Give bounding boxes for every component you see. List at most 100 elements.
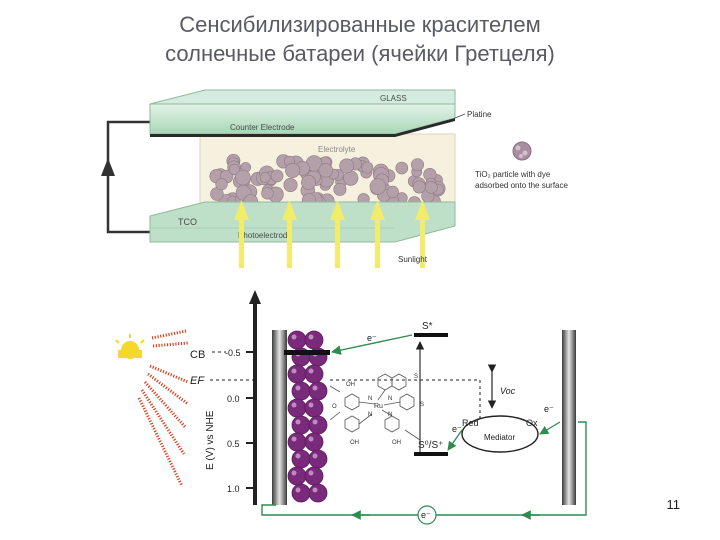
dye-particle-highlight [291, 470, 297, 476]
dye-particle [308, 381, 328, 401]
cb-label: CB [190, 349, 205, 361]
sun-icon [115, 334, 145, 359]
injection-arrow [331, 334, 413, 355]
sunlight-label: Sunlight [398, 255, 428, 264]
dye-particle [304, 364, 324, 384]
svg-text:Ru: Ru [374, 403, 383, 410]
dye-particle-stack [287, 330, 328, 503]
cell-diagram: GLASS Counter Electrode Platine Electrol… [101, 89, 569, 268]
y-axis-label: E (V) vs NHE [205, 410, 216, 470]
tio2-particle [386, 185, 399, 198]
dye-particle [304, 432, 324, 452]
dye-particle-highlight [312, 453, 318, 459]
photoelectrode-label: Photoelectrode [238, 231, 292, 240]
svg-text:OH: OH [392, 440, 401, 446]
axis-ticks [246, 351, 255, 489]
dye-particle [308, 449, 328, 469]
dye-particle-highlight [291, 402, 297, 408]
counter-electrode-bar [562, 330, 576, 505]
dye-particle-highlight [295, 419, 301, 425]
svg-text:OH: OH [350, 440, 359, 446]
mediator-label: Mediator [484, 433, 515, 442]
particle-caption-line1: TiO₂ particle with dye [475, 170, 551, 179]
tio2-particle [410, 158, 424, 172]
tco-label: TCO [178, 217, 197, 227]
tio2-particle [369, 178, 387, 195]
red-label: Red [462, 418, 479, 428]
tio2-particle [235, 169, 251, 186]
page-number: 11 [666, 497, 681, 512]
tio2-particle [318, 163, 333, 178]
title-line-1: Сенсибилизированные красителем [179, 12, 541, 37]
tio2-particle [270, 169, 284, 183]
dye-particle-highlight [312, 487, 318, 493]
glass-label: GLASS [380, 94, 407, 103]
dye-particle [304, 466, 324, 486]
sunlight-arrows [234, 200, 430, 268]
dye-particle-highlight [295, 453, 301, 459]
dye-particle-highlight [312, 385, 318, 391]
svg-text:S: S [414, 374, 418, 380]
dye-particle [287, 330, 307, 350]
title-line-2: солнечные батареи (ячейки Гретцеля) [165, 41, 555, 66]
slide-title: Сенсибилизированные красителем солнечные… [0, 10, 720, 68]
svg-text:N: N [368, 412, 372, 418]
tio2-particle [215, 178, 228, 191]
excited-state-bar [414, 333, 448, 337]
particle-caption-line2: adsorbed onto the surface [475, 181, 569, 190]
electrolyte-label: Electrolyte [318, 145, 356, 154]
svg-text:OH: OH [346, 382, 355, 388]
e-minus-label-injection: e⁻ [367, 333, 377, 343]
dye-particle [291, 381, 311, 401]
dye-particle [287, 466, 307, 486]
photoelectrode-bar [272, 330, 287, 505]
dye-particle [287, 432, 307, 452]
dye-particle [291, 449, 311, 469]
counter-electrode-label: Counter Electrode [230, 123, 295, 132]
dye-particle-highlight [308, 436, 314, 442]
axis-arrow-icon [249, 290, 261, 304]
platine-label: Platine [467, 110, 492, 119]
ox-label: Ox [526, 418, 538, 428]
svg-text:S: S [420, 402, 424, 408]
dye-particle [291, 483, 311, 503]
tick-label-1-0: 1.0 [227, 484, 240, 494]
svg-text:N: N [368, 396, 372, 402]
svg-text:N: N [388, 396, 392, 402]
s-star-label: S* [422, 321, 433, 332]
dye-particle-highlight [308, 402, 314, 408]
tick-label-minus-0-5: -0.5 [225, 348, 241, 358]
tio2-particle [333, 182, 347, 196]
tio2-particle [285, 162, 301, 178]
tio2-particle [301, 174, 316, 190]
tio2-particle [228, 163, 241, 176]
circuit-arrow-icon [101, 158, 115, 176]
svg-text:O: O [332, 404, 337, 410]
dye-molecule-icon [329, 373, 421, 441]
ef-label: EF [190, 375, 205, 387]
svg-text:N: N [388, 412, 392, 418]
dye-particle-highlight [291, 436, 297, 442]
glass-top [149, 103, 456, 135]
dye-particle-highlight [291, 368, 297, 374]
dye-particle [287, 398, 307, 418]
tio2-particle [395, 161, 409, 175]
tio2-particle [283, 178, 298, 193]
tick-label-0-0: 0.0 [227, 394, 240, 404]
dye-particle-highlight [312, 419, 318, 425]
mediator-cycle [461, 415, 539, 453]
electron-node [417, 505, 437, 525]
ground-state-bar [414, 452, 448, 456]
external-circuit-wire [106, 120, 150, 234]
dye-particle-highlight [295, 487, 301, 493]
dye-particle [291, 415, 311, 435]
light-rays-icon [137, 329, 189, 487]
energy-diagram: E (V) vs NHE -0.5 0.0 0.5 1.0 CB EF Voc [115, 290, 587, 525]
dye-particle [304, 330, 324, 350]
conduction-band-bar [284, 350, 330, 355]
e-minus-label-circuit: e⁻ [421, 510, 431, 520]
dye-particle-highlight [308, 470, 314, 476]
e-minus-label-counter: e⁻ [544, 404, 554, 414]
dye-particle-highlight [308, 368, 314, 374]
